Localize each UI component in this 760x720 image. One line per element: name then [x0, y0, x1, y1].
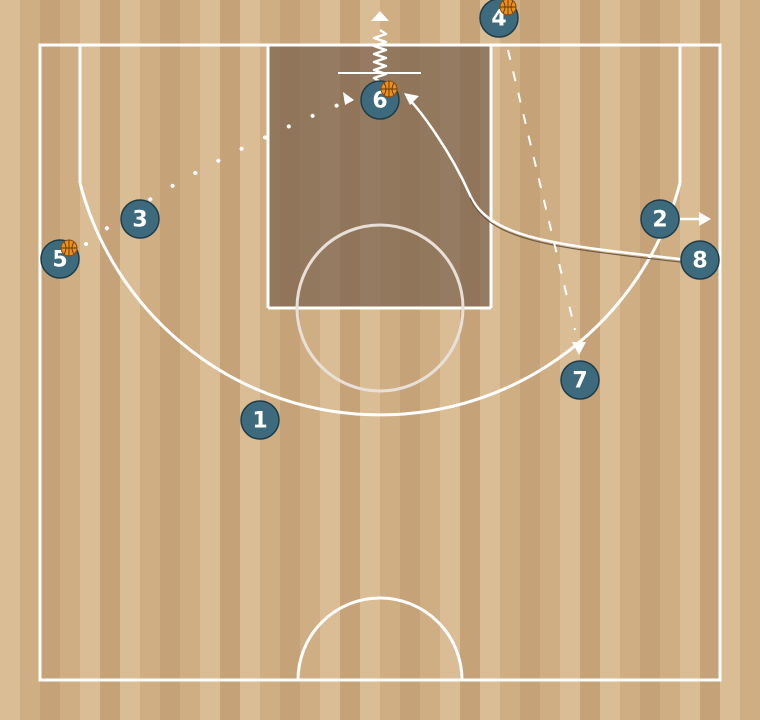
wood-plank	[720, 0, 740, 720]
player-number: 2	[652, 208, 667, 233]
wood-plank	[180, 0, 200, 720]
cut-8-shadow	[469, 197, 689, 264]
wood-plank	[740, 0, 760, 720]
wood-plank	[620, 0, 640, 720]
wood-plank	[200, 0, 220, 720]
wood-plank	[680, 0, 700, 720]
pass-arrowhead	[343, 92, 354, 105]
free-throw-circle	[295, 223, 465, 393]
dribble-path-6	[372, 28, 388, 84]
play-actions	[84, 11, 711, 355]
player-number: 1	[252, 409, 267, 434]
player-6: 6	[360, 80, 400, 120]
wood-plank	[140, 0, 160, 720]
move-2-arrowhead	[699, 212, 711, 226]
dribble-arrowhead	[371, 11, 389, 21]
wood-plank	[540, 0, 560, 720]
wood-plank	[160, 0, 180, 720]
wood-plank	[40, 0, 60, 720]
basketball-seams	[381, 81, 397, 97]
wood-plank	[520, 0, 540, 720]
court-lines	[38, 43, 722, 682]
player-3: 3	[120, 199, 160, 239]
player-7: 7	[560, 360, 600, 400]
wood-plank	[220, 0, 240, 720]
three-point-arc	[78, 182, 682, 417]
wood-plank	[640, 0, 660, 720]
wood-plank	[80, 0, 100, 720]
player-number: 3	[132, 208, 147, 233]
wood-plank	[500, 0, 520, 720]
wood-plank	[20, 0, 40, 720]
player-2: 2	[640, 199, 680, 239]
player-number: 7	[572, 369, 587, 394]
player-number: 8	[692, 249, 707, 274]
dashed-4-to-7	[507, 49, 576, 331]
player-circle	[640, 199, 680, 239]
wood-plank	[660, 0, 680, 720]
wood-plank	[700, 0, 720, 720]
player-circle	[680, 240, 720, 280]
player-circle	[120, 199, 160, 239]
wood-plank	[240, 0, 260, 720]
basketball-seams	[500, 0, 516, 15]
wood-plank	[0, 0, 20, 720]
wood-plank	[560, 0, 580, 720]
player-8: 8	[680, 240, 720, 280]
wood-plank	[580, 0, 600, 720]
cut-8-to-6	[406, 96, 689, 262]
basketball-seams	[61, 240, 77, 256]
player-circle	[240, 400, 280, 440]
wood-plank	[100, 0, 120, 720]
player-1: 1	[240, 400, 280, 440]
wood-plank	[120, 0, 140, 720]
cut-arrowhead	[404, 93, 419, 105]
wood-plank	[60, 0, 80, 720]
player-5: 5	[40, 239, 80, 279]
dashed-arrowhead	[572, 342, 586, 355]
center-circle	[296, 596, 464, 681]
wood-plank	[600, 0, 620, 720]
player-4: 4	[479, 0, 519, 38]
player-circle	[560, 360, 600, 400]
players: 1 2 3 4 5 6 7 8	[40, 0, 720, 440]
